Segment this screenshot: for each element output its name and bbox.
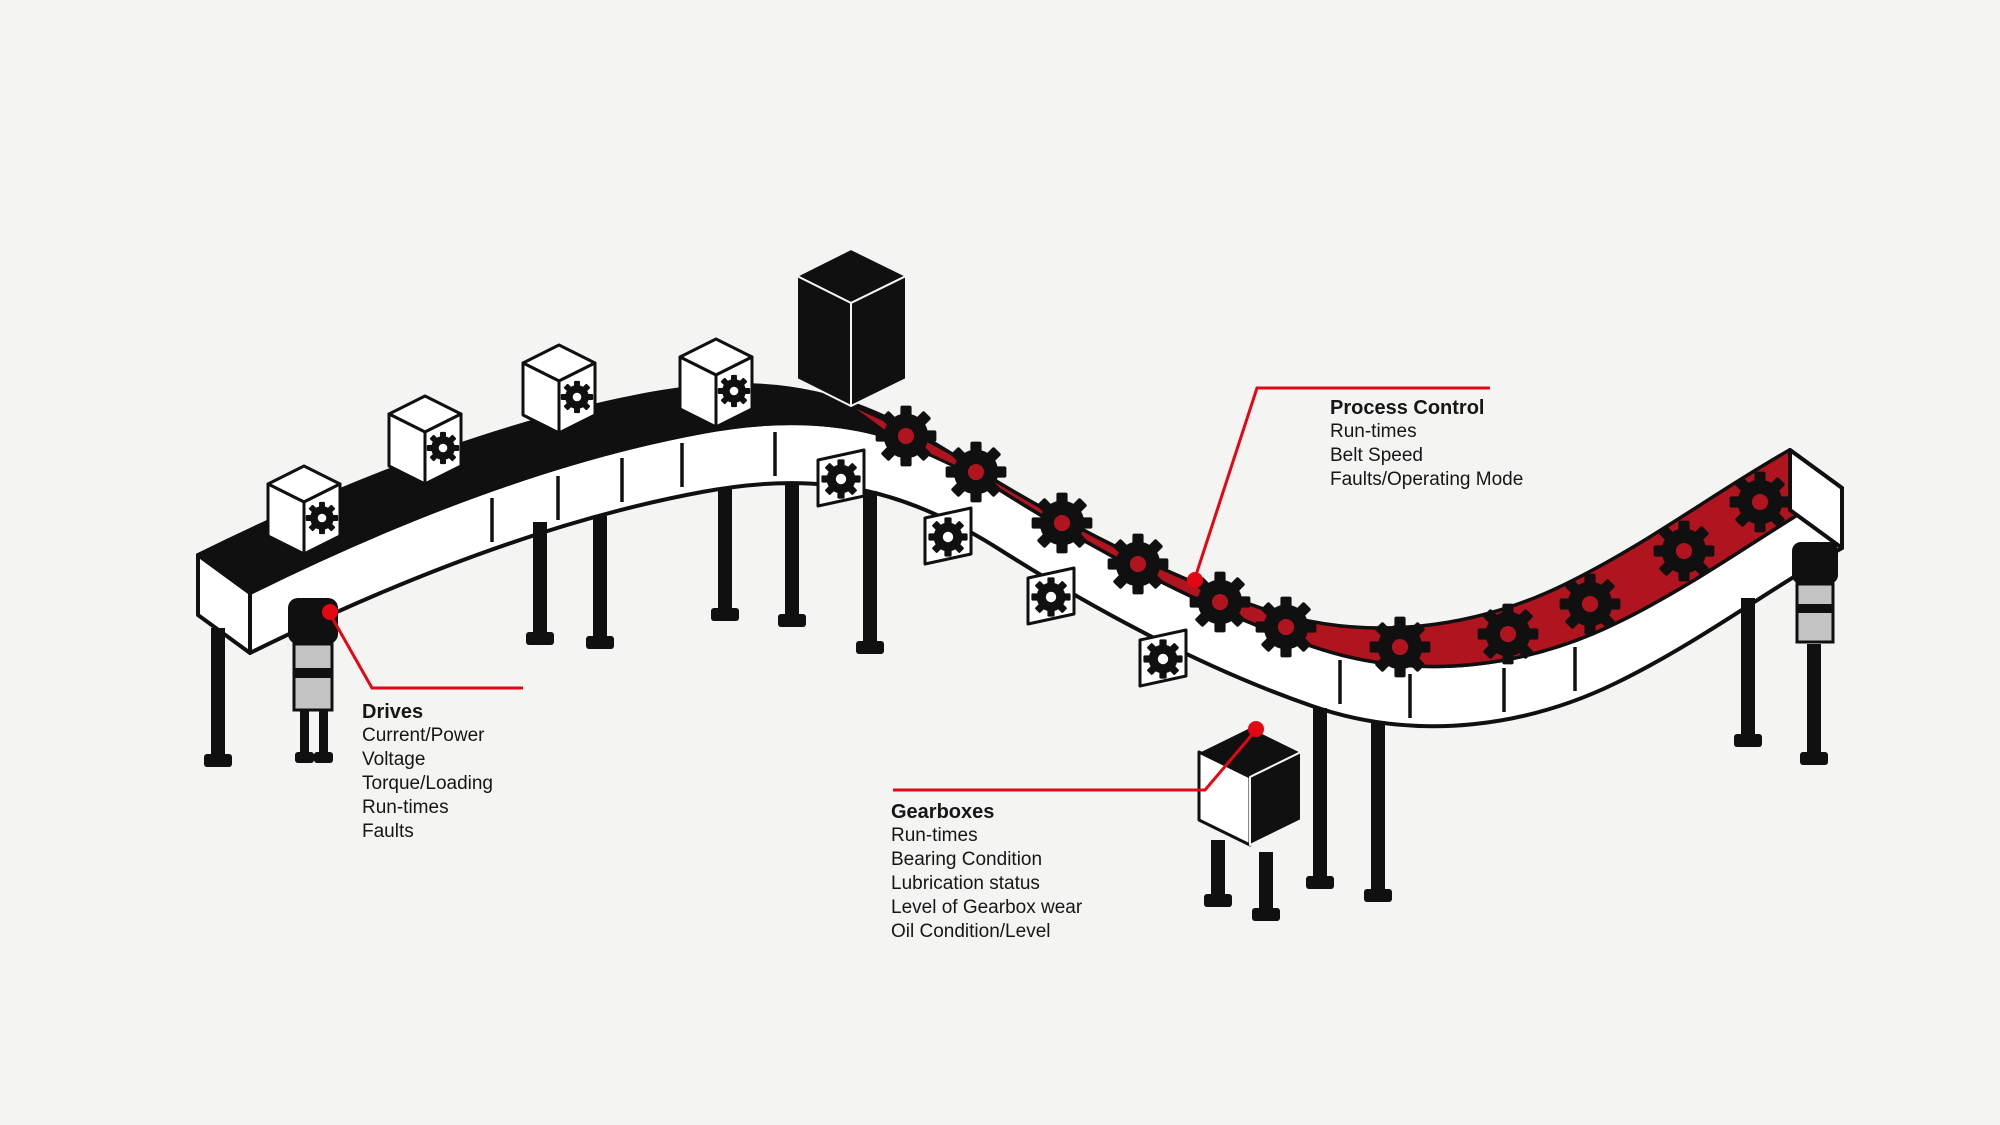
gear-icon [1478, 604, 1539, 665]
gear-icon [946, 442, 1007, 503]
callout-drives-item: Run-times [362, 797, 449, 818]
gear-icon [306, 502, 338, 534]
drive-motor-right [1792, 542, 1838, 644]
gear-icon [928, 517, 967, 556]
callout-gearboxes-item: Run-times [891, 825, 978, 846]
gear-icon [1108, 534, 1169, 595]
support-leg [1734, 598, 1762, 747]
gear-icon [561, 381, 593, 413]
package-box [678, 337, 754, 429]
callout-process-control: Process Control Run-times Belt Speed Fau… [1330, 396, 1523, 492]
gearboxes-marker-dot [1248, 721, 1264, 737]
callout-process-control-item: Faults/Operating Mode [1330, 469, 1524, 490]
gear-icon [876, 406, 937, 467]
gear-icon [1654, 521, 1715, 582]
callout-drives: Drives Current/Power Voltage Torque/Load… [362, 700, 493, 844]
gearbox-mount-plate [923, 506, 973, 566]
callout-process-control-item: Belt Speed [1330, 445, 1423, 466]
support-leg [1252, 852, 1280, 921]
drives-callout-line [328, 613, 523, 690]
gearbox-unit [1197, 726, 1302, 847]
gear-icon [1031, 577, 1070, 616]
belt-left-end-cap [196, 553, 252, 655]
drive-motor-left [288, 598, 338, 763]
support-leg [1364, 721, 1392, 902]
package-box [266, 464, 342, 556]
support-legs [204, 484, 1828, 921]
process-control-callout-line [1193, 386, 1490, 579]
support-leg [1306, 708, 1334, 889]
gear-icon [821, 459, 860, 498]
belt-tick-marks [490, 432, 1577, 718]
support-leg [204, 628, 232, 767]
processing-tower [796, 248, 907, 407]
support-leg [856, 491, 884, 654]
gear-icon [1370, 617, 1431, 678]
gear-icon [1143, 639, 1182, 678]
callout-gearboxes: Gearboxes Run-times Bearing Condition Lu… [891, 800, 1082, 944]
callout-drives-item: Current/Power [362, 725, 485, 746]
callout-gearboxes-title: Gearboxes [891, 801, 995, 823]
belt-right-end-cap [1788, 448, 1844, 550]
support-leg [586, 516, 614, 649]
callout-drives-item: Faults [362, 821, 414, 842]
gearbox-mount-plate [1138, 628, 1188, 688]
gearboxes-callout-line [893, 729, 1258, 792]
gear-icon [1560, 574, 1621, 635]
process-control-marker-dot [1187, 572, 1203, 588]
support-leg [1204, 840, 1232, 907]
callout-gearboxes-item: Lubrication status [891, 873, 1040, 894]
gear-icon [1256, 597, 1317, 658]
gear-icon [427, 432, 459, 464]
gearbox-mount-plate [816, 448, 866, 508]
callout-drives-title: Drives [362, 701, 424, 723]
callout-drives-item: Torque/Loading [362, 773, 493, 794]
callout-process-control-item: Run-times [1330, 421, 1417, 442]
callout-gearboxes-item: Bearing Condition [891, 849, 1043, 870]
callout-gearboxes-item: Level of Gearbox wear [891, 897, 1083, 918]
support-leg [1800, 644, 1828, 765]
support-leg [526, 522, 554, 645]
gearbox-mount-plate [1026, 566, 1076, 626]
support-leg [778, 484, 806, 627]
callout-drives-item: Voltage [362, 749, 426, 770]
support-leg [711, 488, 739, 621]
gear-icon [1032, 493, 1093, 554]
package-box [521, 343, 597, 435]
drives-marker-dot [322, 604, 338, 620]
gear-icon [1730, 472, 1791, 533]
callout-lines [328, 386, 1490, 792]
callout-process-control-title: Process Control [1330, 397, 1485, 419]
callout-gearboxes-item: Oil Condition/Level [891, 921, 1051, 942]
gear-icon [718, 375, 750, 407]
package-box [387, 394, 463, 486]
